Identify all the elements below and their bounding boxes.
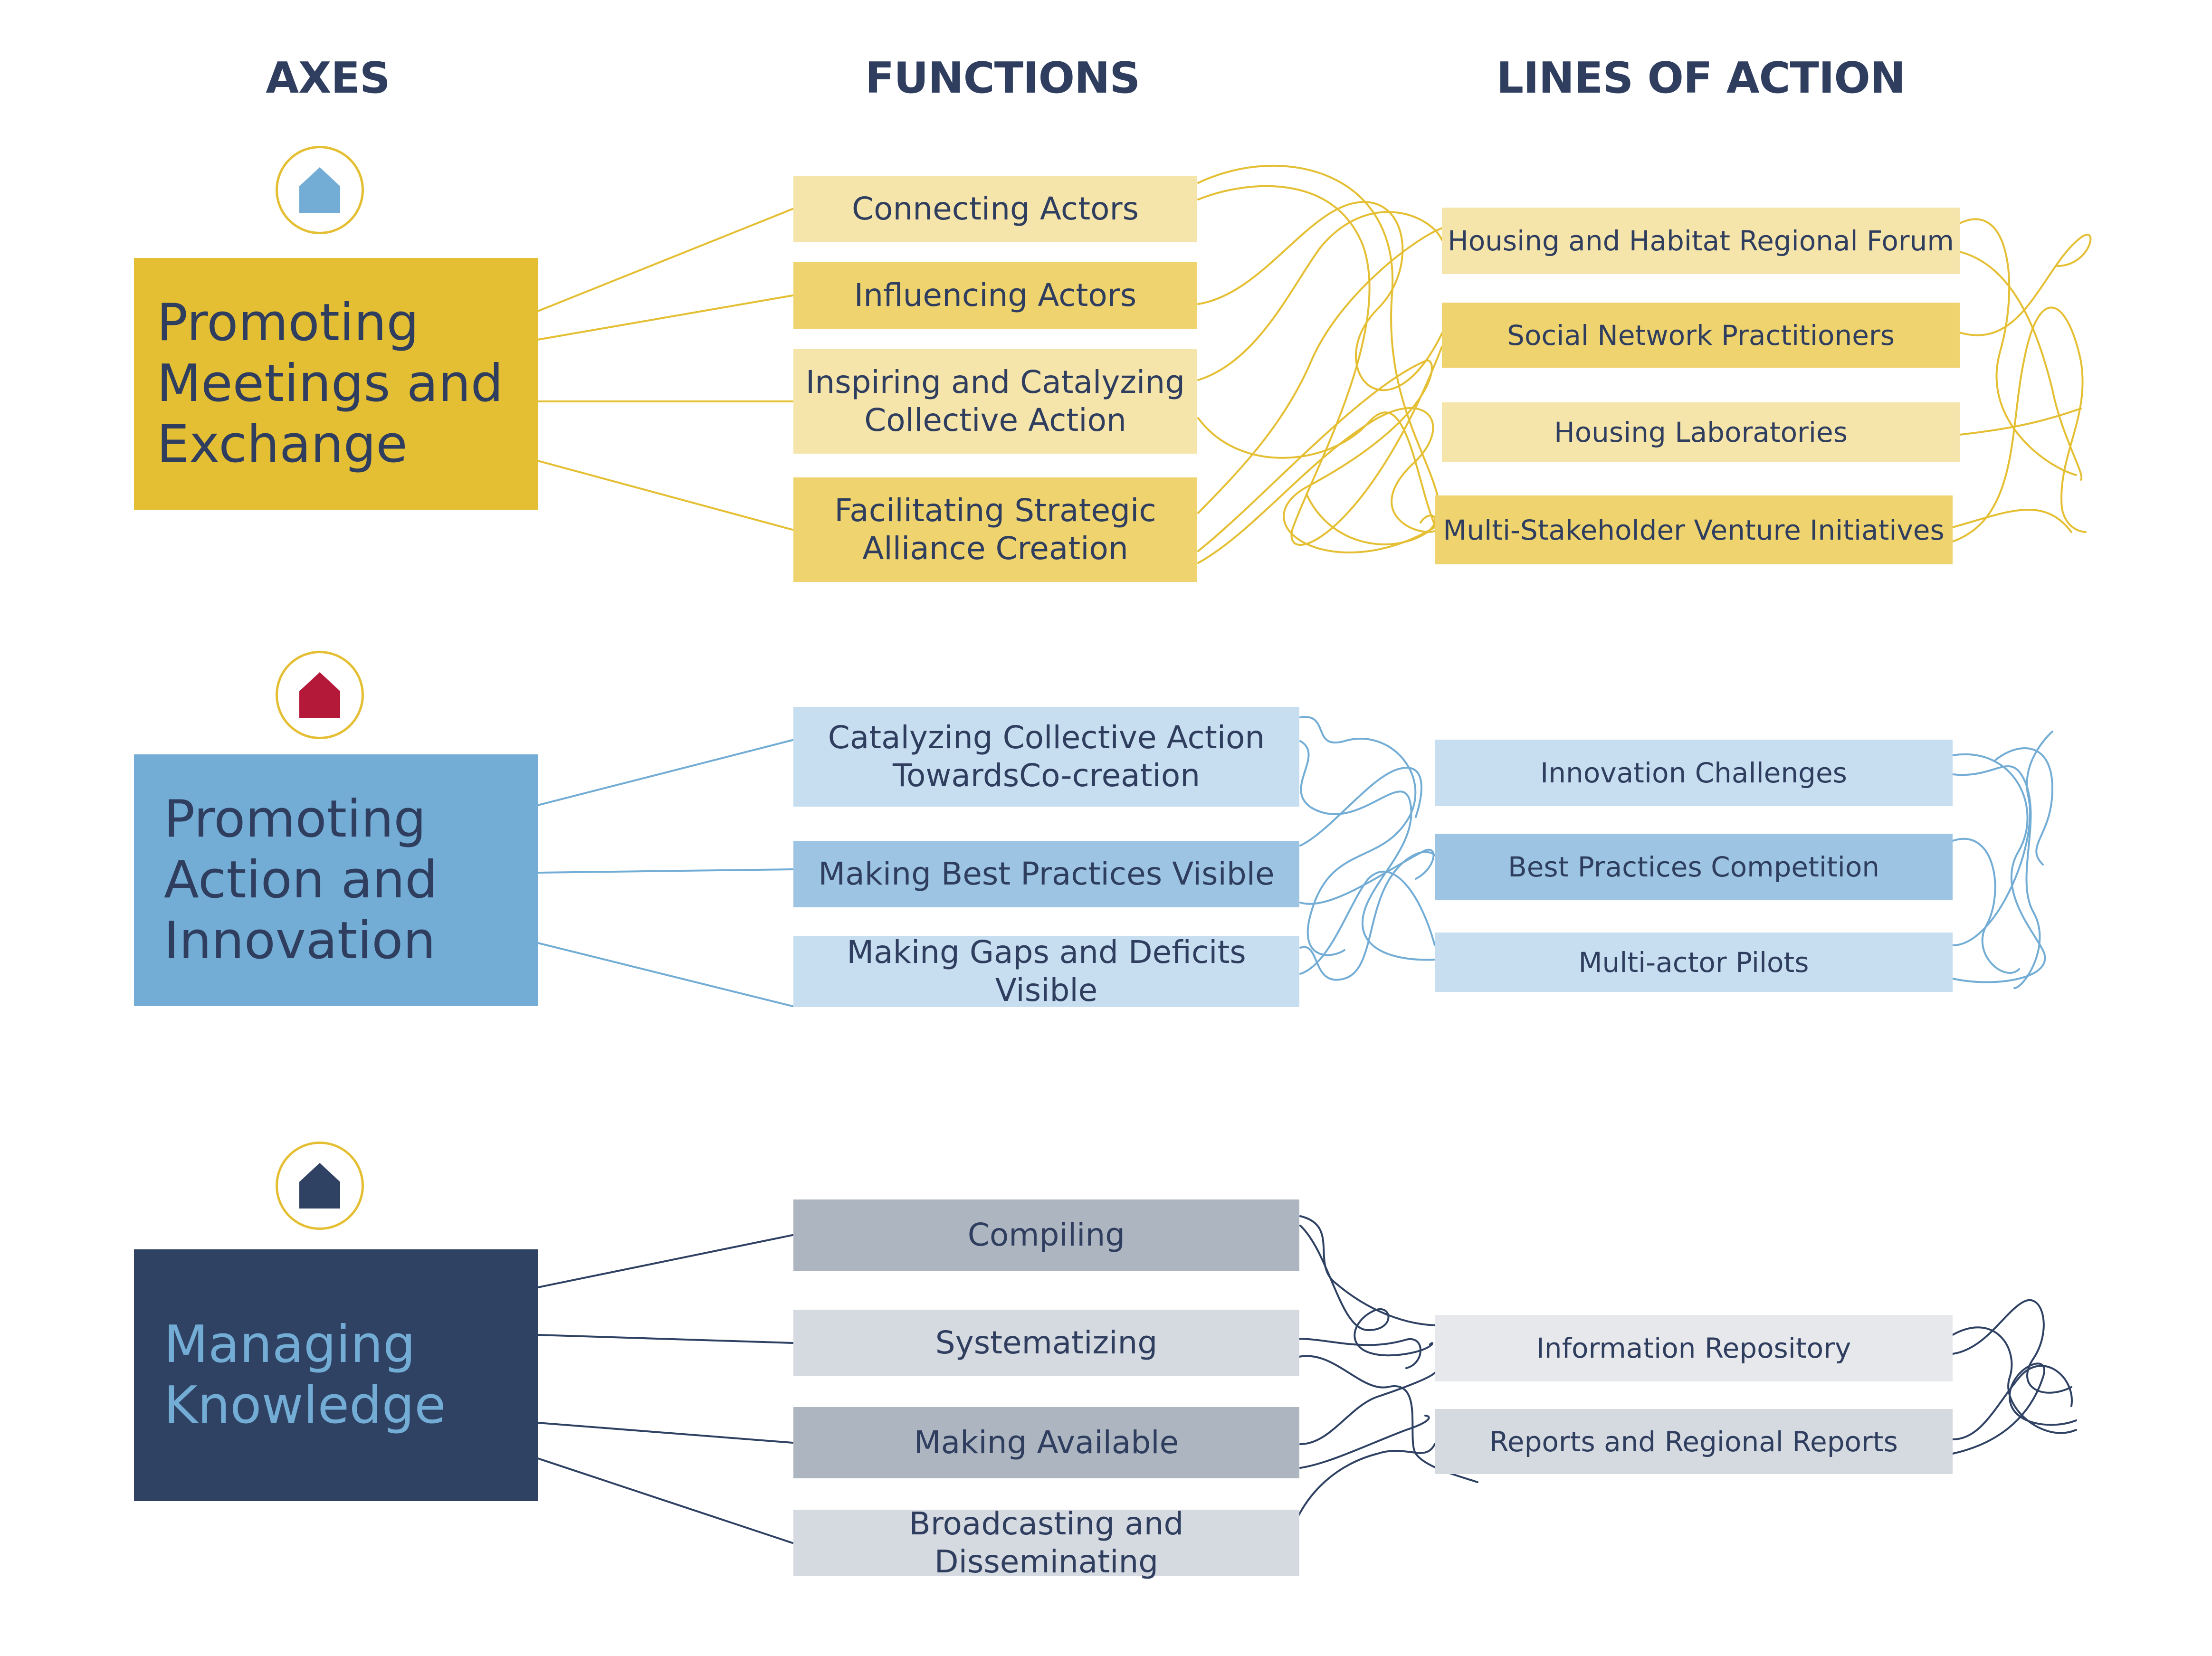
header-functions: FUNCTIONS: [865, 53, 1140, 103]
line-of-action-box: Housing Laboratories: [1442, 402, 1960, 462]
function-box: Facilitating Strategic Alliance Creation: [793, 477, 1197, 582]
tangled-connector: [1959, 408, 2082, 436]
function-box: Making Available: [793, 1407, 1299, 1478]
line-of-action-box: Information Repository: [1435, 1315, 1953, 1381]
function-box: Making Best Practices Visible: [793, 841, 1299, 907]
tangled-connector: [1197, 211, 1443, 381]
axis-icon-circle: [276, 651, 364, 739]
line-of-action-box: Innovation Challenges: [1435, 740, 1953, 806]
connector-line: [537, 295, 793, 341]
connector-line: [537, 942, 793, 1007]
tangled-connector: [1197, 201, 1443, 391]
connector-line: [537, 208, 793, 312]
tangled-connector: [1197, 185, 1443, 546]
line-of-action-box: Social Network Practitioners: [1442, 303, 1960, 368]
connector-line: [537, 868, 793, 874]
tangled-connector: [1299, 1415, 1430, 1469]
function-box: Connecting Actors: [793, 176, 1197, 242]
connector-line: [537, 1234, 793, 1288]
tangled-connector: [1959, 233, 2092, 336]
function-box: Making Gaps and Deficits Visible: [793, 934, 1299, 1009]
tangled-connector: [1952, 1326, 2077, 1434]
function-box: Influencing Actors: [793, 262, 1197, 329]
tangled-connector: [1952, 509, 2072, 533]
tangled-connector: [1952, 1365, 2073, 1440]
tangled-connector: [1299, 848, 1435, 905]
tangled-connector: [1299, 740, 1436, 961]
tangled-connector: [1299, 1372, 1436, 1445]
axis-box: Promoting Meetings and Exchange: [134, 258, 538, 510]
tangled-connector: [1287, 1338, 1421, 1369]
connector-line: [537, 1334, 793, 1344]
tangled-connector: [1197, 227, 1443, 514]
tangled-connector: [1299, 1225, 1433, 1357]
line-of-action-box: Housing and Habitat Regional Forum: [1442, 208, 1960, 274]
tangled-connector: [1952, 838, 2020, 974]
header-lines-of-action: LINES OF ACTION: [1496, 53, 1906, 103]
tangled-connector: [1299, 767, 1422, 847]
house-icon: [299, 672, 340, 718]
tangled-connector: [1994, 747, 2054, 866]
line-of-action-box: Reports and Regional Reports: [1435, 1409, 1953, 1474]
tangled-connector: [1952, 731, 2053, 946]
axis-box: Managing Knowledge: [134, 1249, 538, 1501]
tangled-connector: [1306, 493, 1436, 545]
function-box: Inspiring and Catalyzing Collective Acti…: [793, 349, 1197, 454]
tangled-connector: [1959, 218, 2077, 476]
line-of-action-box: Multi-actor Pilots: [1435, 933, 1953, 992]
line-of-action-box: Multi-Stakeholder Venture Initiatives: [1435, 495, 1953, 564]
tangled-connector: [1197, 411, 1436, 526]
tangled-connector: [1299, 1215, 1440, 1326]
connector-line: [537, 1457, 793, 1544]
tangled-connector: [1952, 1362, 2077, 1455]
axis-icon-circle: [276, 146, 364, 234]
line-of-action-box: Best Practices Competition: [1435, 834, 1953, 900]
tangled-connector: [1952, 1299, 2072, 1394]
connector-line: [537, 1422, 793, 1444]
connector-line: [537, 460, 793, 531]
header-axes: AXES: [266, 53, 390, 103]
tangled-connector: [1299, 870, 1436, 975]
connector-line: [537, 739, 793, 806]
house-icon: [299, 1163, 340, 1209]
function-box: Broadcasting and Disseminating: [793, 1505, 1299, 1580]
tangled-connector: [1197, 359, 1436, 554]
house-icon: [299, 167, 340, 213]
function-box: Compiling: [793, 1199, 1299, 1271]
tangled-connector: [1197, 407, 1436, 564]
function-box: Systematizing: [793, 1310, 1299, 1376]
axis-box: Promoting Action and Innovation: [134, 754, 538, 1006]
tangled-connector: [1952, 765, 2041, 989]
tangled-connector: [1952, 306, 2087, 542]
tangled-connector: [1952, 753, 2046, 983]
tangled-connector: [1287, 1443, 1436, 1545]
tangled-connector: [1299, 716, 1417, 956]
tangled-connector: [1299, 851, 1436, 981]
axis-icon-circle: [276, 1142, 364, 1230]
tangled-connector: [1959, 251, 2083, 481]
function-box: Catalyzing Collective Action TowardsCo-c…: [793, 707, 1299, 807]
